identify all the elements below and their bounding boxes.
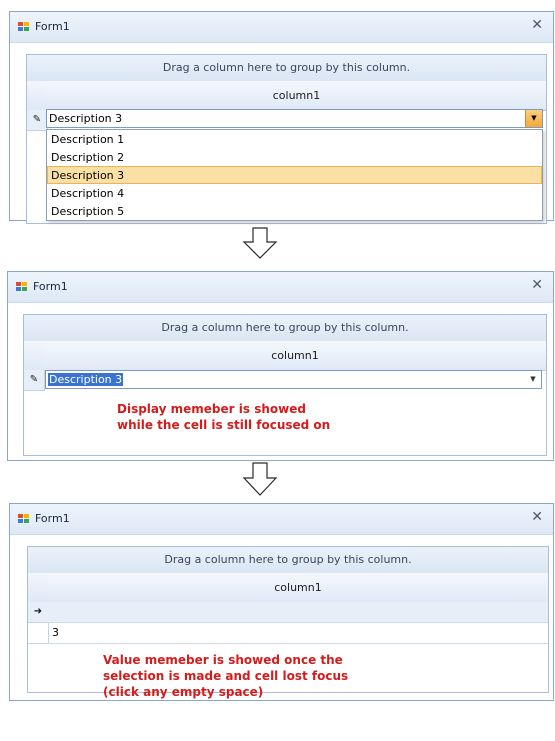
data-grid: Drag a column here to group by this colu… [27, 546, 549, 699]
list-item[interactable]: Description 4 [51, 187, 125, 200]
list-item[interactable]: Description 5 [51, 205, 125, 218]
combo-editor-value: Description 3 [48, 373, 124, 386]
column-header[interactable]: column1 [47, 81, 546, 111]
group-panel[interactable]: Drag a column here to group by this colu… [24, 315, 546, 342]
dropdown-arrow-icon[interactable]: ▼ [530, 375, 536, 383]
combo-editor-value: Description 3 [49, 112, 123, 125]
row-header [28, 623, 49, 644]
form-window-step2: Form1 ✕ Drag a column here to group by t… [7, 271, 554, 461]
down-arrow-icon [242, 462, 278, 496]
column-header-row: column1 [27, 81, 546, 111]
window-title: Form1 [35, 20, 70, 33]
row-pointer-icon: ➜ [28, 602, 49, 623]
pencil-icon: ✎ [27, 110, 48, 131]
new-row-cell[interactable] [48, 602, 548, 623]
window-title: Form1 [33, 280, 68, 293]
list-item-selected[interactable]: Description 3 [47, 166, 542, 184]
title-bar: Form1 ✕ [10, 504, 553, 535]
column-header[interactable]: column1 [44, 341, 546, 371]
form-icon [18, 514, 30, 524]
close-icon[interactable]: ✕ [531, 509, 543, 525]
combo-editor[interactable]: Description 3 ▼ [46, 109, 543, 128]
group-panel[interactable]: Drag a column here to group by this colu… [28, 547, 548, 574]
close-icon[interactable]: ✕ [531, 17, 543, 33]
group-panel[interactable]: Drag a column here to group by this colu… [27, 55, 546, 82]
form-icon [18, 22, 30, 32]
table-row[interactable]: ✎ [24, 370, 546, 391]
close-icon[interactable]: ✕ [531, 277, 543, 293]
annotation-note: Value memeber is showed once the selecti… [103, 653, 349, 699]
title-bar: Form1 ✕ [10, 12, 553, 43]
combo-editor[interactable]: Description 3 ▼ [45, 370, 542, 389]
dropdown-list[interactable]: Description 1 Description 2 Description … [46, 129, 543, 221]
table-row[interactable]: 3 [28, 623, 548, 644]
list-item[interactable]: Description 1 [51, 133, 125, 146]
pencil-icon: ✎ [24, 370, 45, 391]
dropdown-arrow-icon[interactable]: ▼ [525, 110, 542, 127]
form-window-step3: Form1 ✕ Drag a column here to group by t… [9, 503, 554, 701]
window-title: Form1 [35, 512, 70, 525]
column-header-row: column1 [28, 573, 548, 603]
corner-header [28, 573, 49, 603]
annotation-note: Display memeber is showed while the cell… [117, 402, 331, 432]
data-grid: Drag a column here to group by this colu… [23, 314, 547, 456]
list-item[interactable]: Description 2 [51, 151, 125, 164]
form-icon [16, 282, 28, 292]
column-header[interactable]: column1 [48, 573, 548, 603]
new-row[interactable]: ➜ [28, 602, 548, 623]
down-arrow-icon [242, 227, 278, 259]
corner-header [24, 341, 45, 371]
table-cell[interactable]: 3 [48, 623, 548, 644]
title-bar: Form1 ✕ [8, 272, 553, 303]
column-header-row: column1 [24, 341, 546, 371]
corner-header [27, 81, 48, 111]
